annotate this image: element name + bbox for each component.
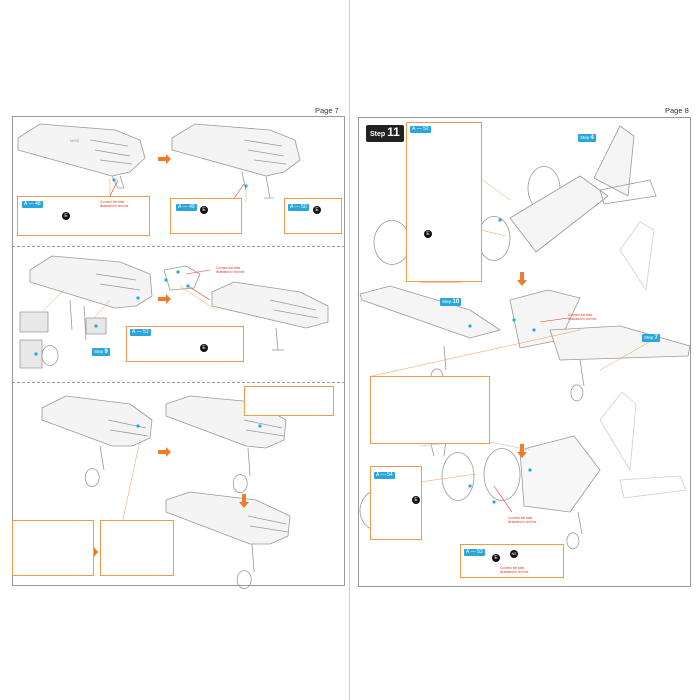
marker-ns: NS [510,550,518,558]
step-ref-9: Step 9 [92,348,110,356]
step-ref-7: Step 7 [642,334,660,342]
aircraft-illustration [477,125,657,261]
connect-tabs-note: Connect the tabs illustrated in red line [100,200,129,208]
part-tag-a54: A — 54 [374,472,395,479]
part-detail-box [244,386,334,416]
wing-illustration [17,123,146,189]
wing-illustration [29,255,153,341]
part-detail-box [12,520,94,576]
part-tag-a48: A — 48 [22,201,43,208]
page-number-label: Page 7 [315,106,339,115]
page-8: Page 8 [351,0,700,700]
marker-e: E [412,496,420,504]
aircraft-illustration [359,221,691,402]
part-tag-a52: A — 52 [410,126,431,133]
wing-illustration [211,281,329,351]
connect-tabs-note: Connect the tabs illustrated in red line [500,566,529,574]
marker-e: E [492,554,500,562]
marker-e: E [62,212,70,220]
wing-marking: MMS [70,138,80,143]
step-heading: Step 11 [366,125,404,142]
left-page-frame [12,116,345,586]
part-tag-a51: A — 51 [130,329,151,336]
step-ref-10: Step 10 [440,298,462,306]
marker-e: E [313,206,321,214]
wing-illustration [165,491,291,589]
part-detail-box [100,520,174,576]
page-divider [349,0,350,700]
right-page-frame [358,117,691,587]
part-detail-box [370,376,490,444]
step-ref-4: Step 4 [578,134,596,142]
part-tag-a53: A — 53 [464,549,485,556]
part-detail-box [284,198,342,234]
marker-e: E [200,344,208,352]
part-detail-box [406,122,482,282]
wing-illustration [41,395,153,487]
section-divider [12,382,345,383]
connect-tabs-note: Connect the tabs illustrated in red line [568,313,597,321]
page-7: Page 7 [0,0,349,700]
marker-e: E [200,206,208,214]
section-divider [12,246,345,247]
connect-tabs-note: Connect the tabs illustrated in red line [508,516,537,524]
marker-e: E [424,230,432,238]
page-number-label: Page 8 [665,106,689,115]
part-tag-a50: A — 50 [288,204,309,211]
connect-tabs-note: Connect the tabs illustrated in red line [216,266,245,274]
wing-illustration [171,123,301,199]
part-tag-a49: A — 49 [176,204,197,211]
